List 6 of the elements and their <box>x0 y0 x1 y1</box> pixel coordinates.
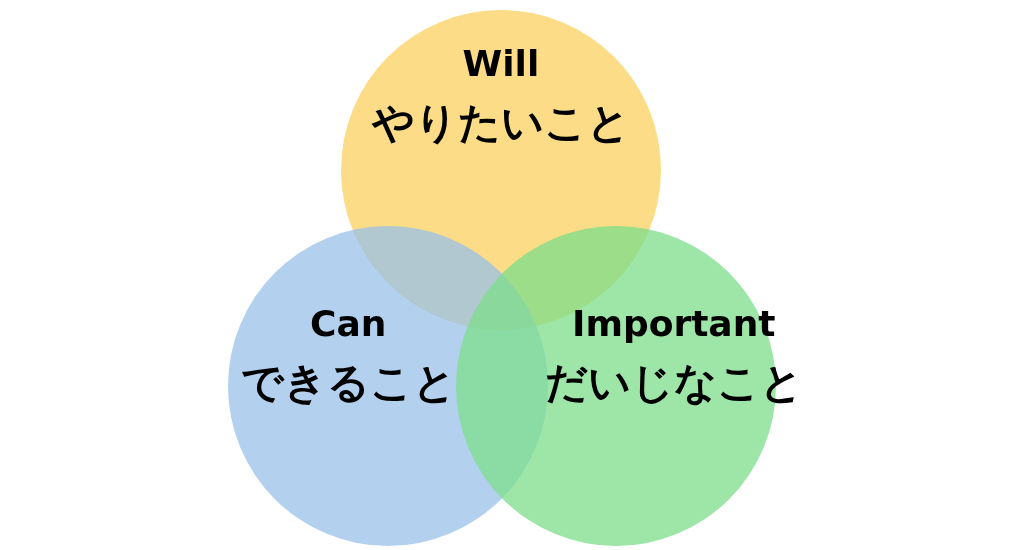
set-title: Can <box>310 306 387 342</box>
set-title: Important <box>572 306 776 342</box>
set-label: できること <box>240 362 456 404</box>
set-label: だいじなこと <box>545 362 803 404</box>
set-title: Will <box>462 46 540 82</box>
set-label: やりたいこと <box>372 102 630 144</box>
